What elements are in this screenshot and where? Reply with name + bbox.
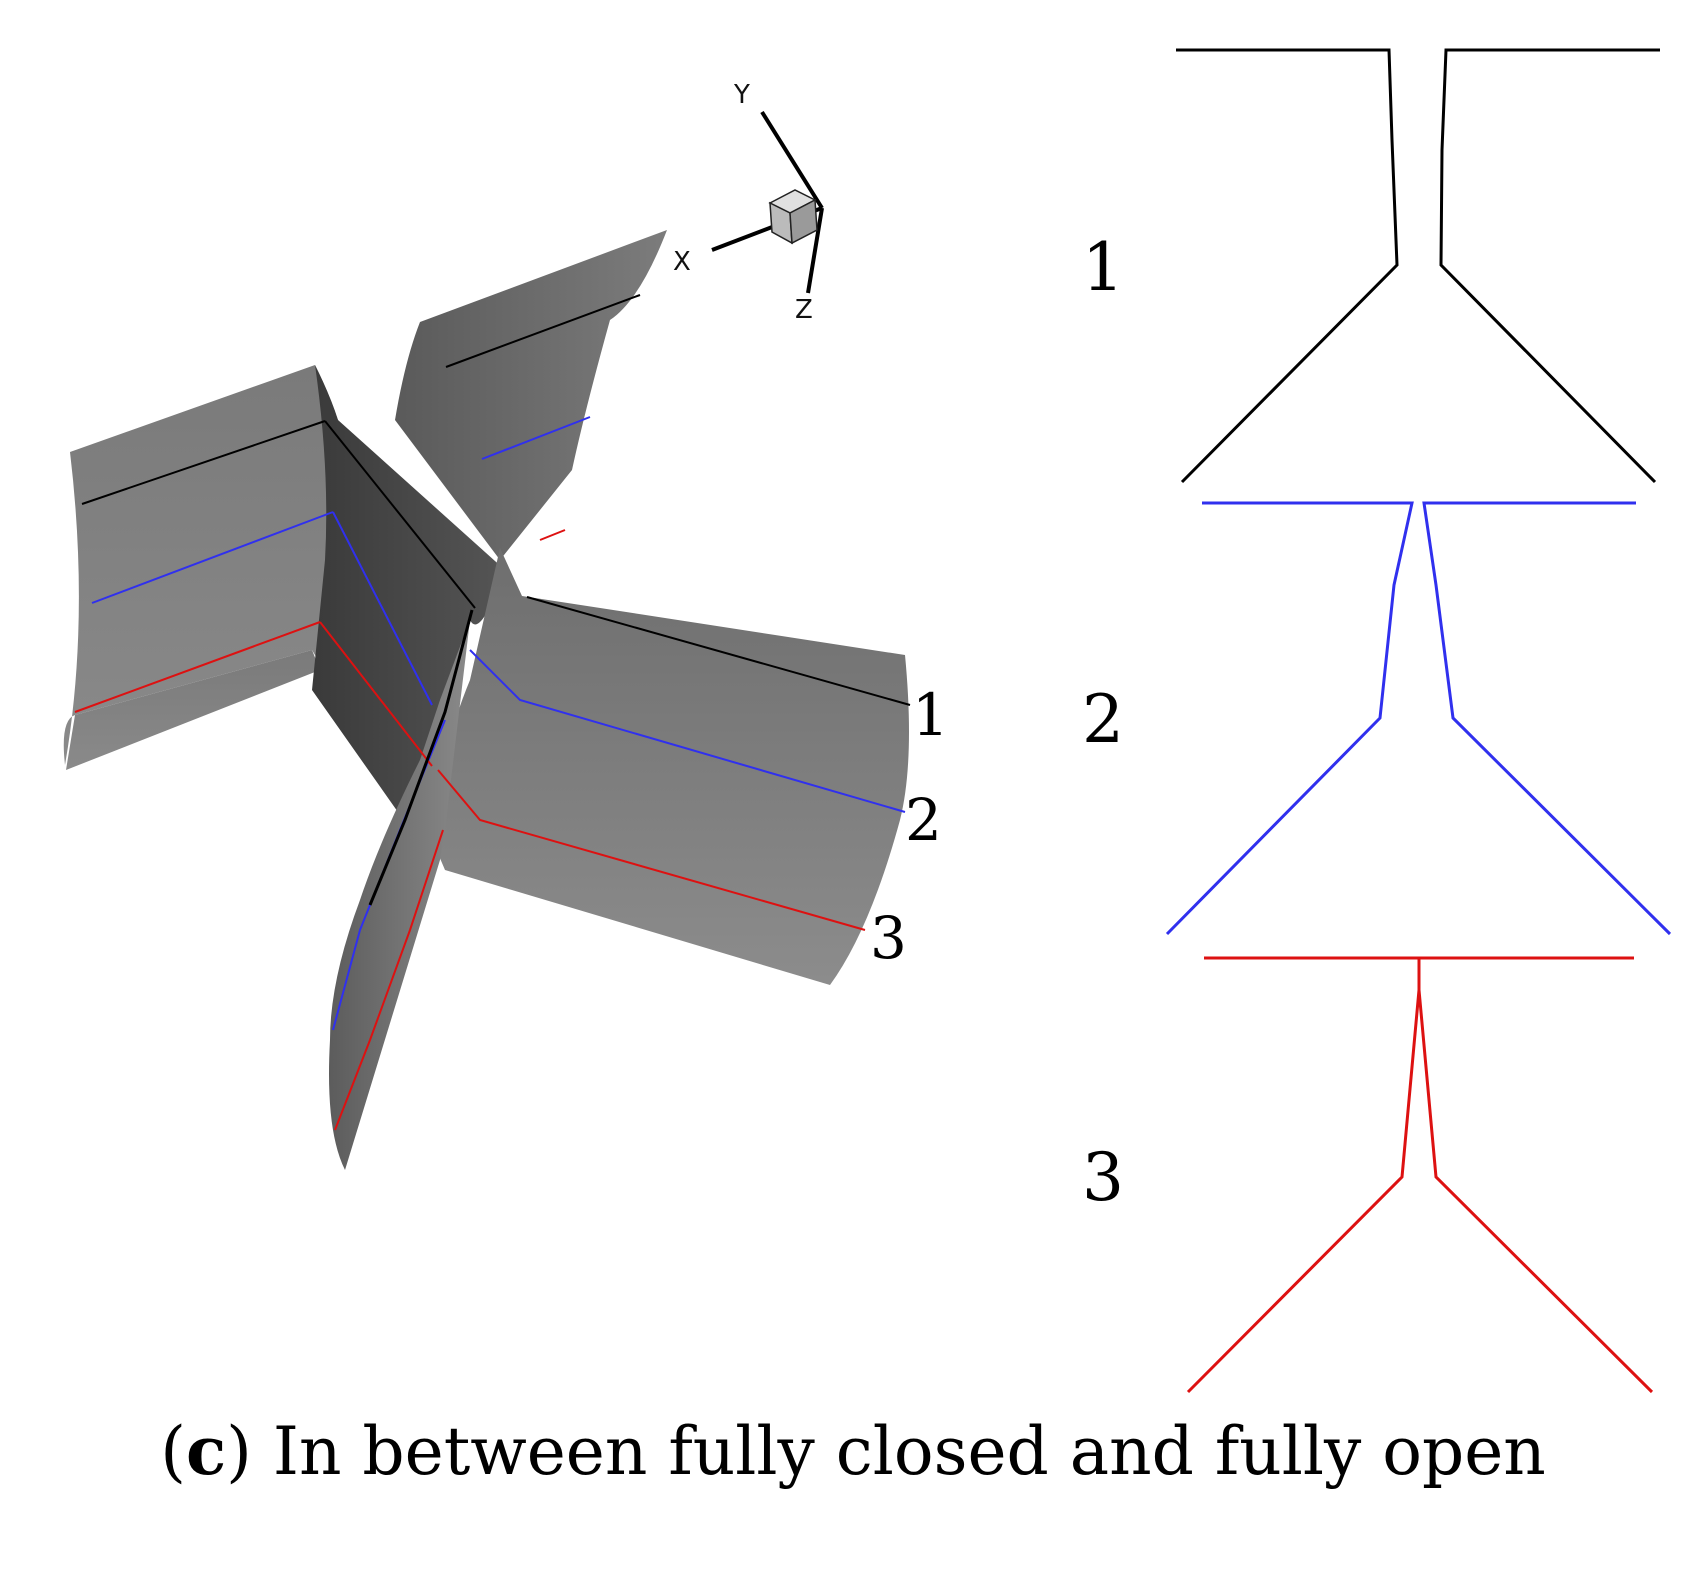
lower-fin-surface [329, 620, 470, 1170]
surface-line-1-center [324, 420, 476, 609]
section-label-3: 3 [1082, 1139, 1124, 1216]
back-wing-surface [395, 230, 667, 560]
fin-edge [368, 609, 474, 906]
surface-line-1-left [81, 420, 326, 505]
right-arm-surface [428, 548, 909, 985]
left-wing-surface-lower [66, 650, 320, 770]
section-profile-1: 1 [1082, 48, 1660, 484]
surface-line-3-center [319, 621, 433, 767]
surface-line-3-left [74, 621, 321, 713]
caption-letter: c [185, 1412, 227, 1490]
figure-caption: (c) In between fully closed and fully op… [0, 1412, 1706, 1490]
x-axis-label: X [673, 247, 691, 277]
surface-line-3-right [437, 769, 866, 931]
y-axis-line [760, 110, 824, 210]
caption-open-paren: ( [160, 1413, 186, 1490]
triad-cube-icon [768, 189, 818, 245]
z-axis-line [806, 207, 824, 294]
section-label-2: 2 [1082, 681, 1124, 758]
caption-close-paren: ) [226, 1413, 252, 1490]
section-profile-3: 3 [1082, 956, 1654, 1394]
surface-line-2-back [481, 416, 591, 460]
center-fin-surface [312, 365, 505, 815]
surface-line-2-left [91, 511, 334, 604]
surface-3d-view: 1 2 3 [63, 230, 949, 1170]
z-axis-label: Z [795, 295, 813, 325]
surface-line-2-center [332, 511, 433, 706]
y-axis-label: Y [733, 80, 750, 110]
surface-label-2: 2 [905, 786, 942, 854]
section-label-1: 1 [1082, 229, 1124, 306]
axis-triad: Y X Z [673, 80, 824, 325]
surface-label-1: 1 [912, 681, 949, 749]
surface-line-1-back [445, 294, 641, 368]
caption-text: In between fully closed and fully open [251, 1413, 1546, 1490]
surface-line-2-right [469, 649, 906, 813]
surface-line-3-lower [334, 829, 444, 1131]
surface-line-1-right [526, 596, 911, 706]
surface-label-3: 3 [870, 904, 907, 972]
left-wing-surface [63, 365, 340, 765]
surface-line-3-back [539, 529, 566, 541]
section-profile-2: 2 [1082, 501, 1672, 936]
